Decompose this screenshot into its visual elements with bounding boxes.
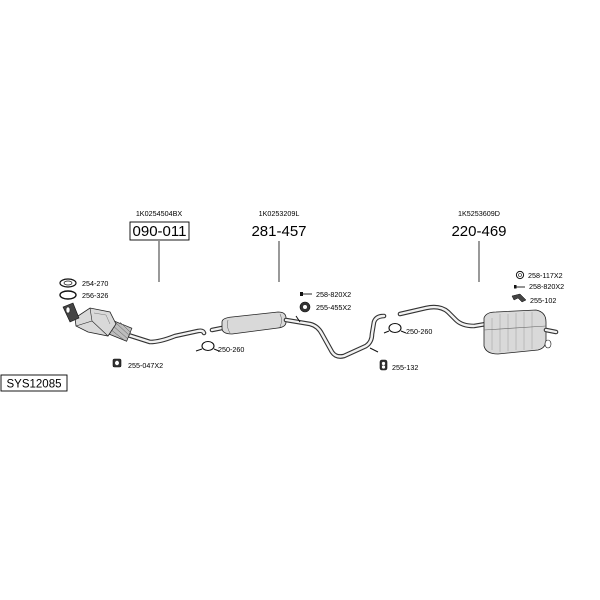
bolt-icon [514, 285, 525, 289]
oe-code-label: 1K0254504BX [136, 209, 183, 218]
oe-code-label: 1K0253209L [259, 209, 300, 218]
rubber-mount-icon [379, 359, 388, 371]
diagram-id-label: SYS12085 [7, 379, 62, 391]
accessory-250-260-front[interactable]: 250-260 [195, 340, 244, 355]
accessory-label: 255-047X2 [128, 361, 163, 370]
accessory-label: 258-117X2 [528, 271, 563, 280]
front-catalyst-drawing [62, 302, 207, 345]
gasket-ring-icon [59, 290, 77, 300]
accessory-label: 250-260 [218, 345, 244, 354]
part-number-box [129, 221, 190, 241]
hanger-bracket-icon [511, 293, 527, 303]
accessory-label: 255-102 [530, 296, 556, 305]
accessory-label: 255-132 [392, 363, 418, 372]
oe-code-label: 1K5253609D [458, 209, 500, 218]
part-number-label: 090-011 [133, 223, 187, 240]
pipe-clamp-icon [383, 322, 407, 334]
component-rear-silencer[interactable]: 1K5253609D 220-469 [451, 209, 507, 282]
middle-silencer-drawing [209, 311, 387, 359]
diagram-id-badge: SYS12085 [0, 374, 68, 392]
component-front-catalyst[interactable]: 1K0254504BX 090-011 [129, 209, 190, 282]
accessory-label: 254-270 [82, 279, 108, 288]
accessory-256-326[interactable]: 256-326 [59, 290, 108, 300]
accessory-255-102[interactable]: 255-102 [511, 293, 556, 305]
accessory-255-132[interactable]: 255-132 [379, 359, 418, 372]
gasket-ring-icon [59, 278, 77, 288]
component-middle-silencer[interactable]: 1K0253209L 281-457 [251, 209, 307, 282]
bolt-icon [300, 292, 312, 296]
accessory-label: 255-455X2 [316, 303, 351, 312]
accessory-258-820X2-rear[interactable]: 258-820X2 [514, 282, 564, 291]
part-number-label: 220-469 [451, 223, 506, 240]
rubber-mount-icon [112, 358, 122, 368]
accessory-258-117X2[interactable]: 258-117X2 [515, 270, 563, 280]
accessory-250-260-rear[interactable]: 250-260 [383, 322, 432, 337]
gasket-ring-icon [515, 270, 525, 280]
pipe-clamp-icon [195, 340, 220, 352]
accessory-label: 250-260 [406, 327, 432, 336]
rear-silencer-drawing [397, 304, 559, 355]
accessory-255-455X2[interactable]: 255-455X2 [299, 301, 351, 313]
accessory-255-047X2[interactable]: 255-047X2 [112, 358, 163, 370]
accessory-label: 258-820X2 [316, 290, 351, 299]
accessory-254-270[interactable]: 254-270 [59, 278, 108, 288]
accessory-label: 256-326 [82, 291, 108, 300]
rubber-mount-icon [299, 301, 311, 313]
accessory-258-820X2-middle[interactable]: 258-820X2 [300, 290, 351, 299]
part-number-label: 281-457 [251, 223, 306, 240]
accessory-label: 258-820X2 [529, 282, 564, 291]
